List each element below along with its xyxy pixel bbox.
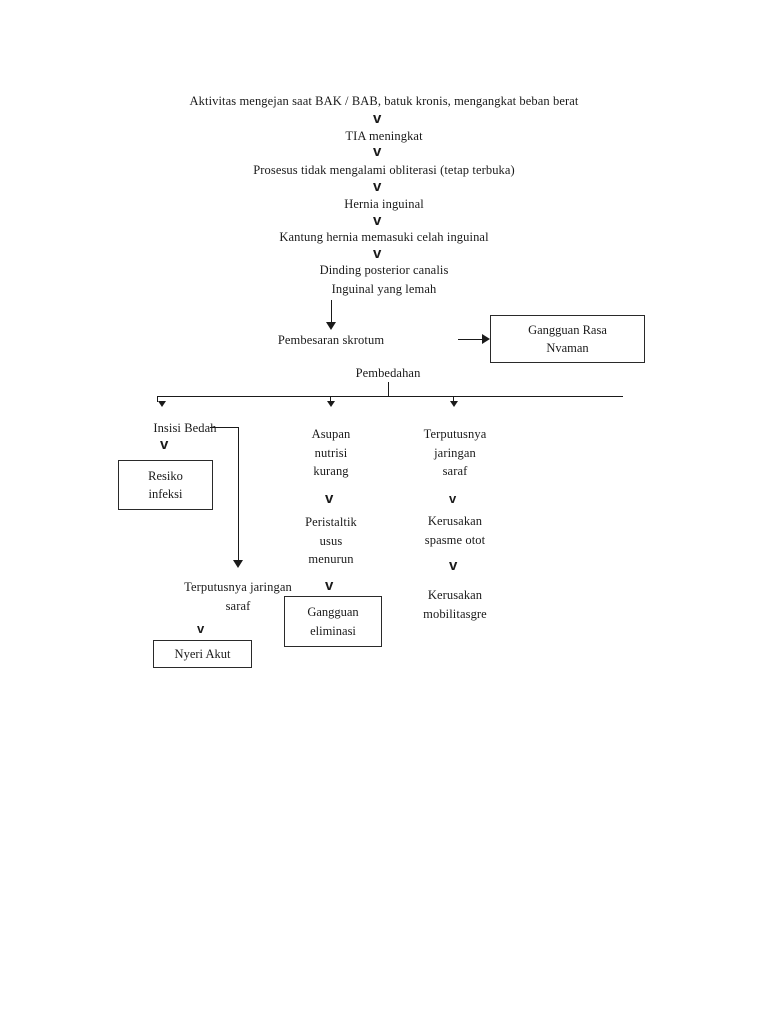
chevron-down-icon-2: v <box>373 143 382 160</box>
chevron-down-icon-5: v <box>373 245 382 262</box>
chevron-down-icon-4: v <box>373 212 382 229</box>
connector-pembedahan-to-bus <box>388 382 389 397</box>
box-gangguan-eliminasi: Gangguan eliminasi <box>284 596 382 647</box>
node-terputusnya-jaringan-saraf-right: Terputusnya jaringan saraf <box>423 427 487 478</box>
chevron-down-icon-terputusnya-to-nyeri: v <box>197 621 205 636</box>
chevron-down-icon-insisi-to-resiko: v <box>160 436 169 453</box>
node-hernia-inguinal: Hernia inguinal <box>344 197 424 211</box>
arrowhead-branch-2 <box>327 401 335 407</box>
branch-1-drop-line <box>157 396 158 402</box>
branch-bus-horizontal-line <box>157 396 623 397</box>
chevron-down-icon-spasme-to-mobilitas: v <box>449 557 458 574</box>
branch-2-drop-line <box>330 396 331 402</box>
box-resiko-infeksi: Resiko infeksi <box>118 460 213 510</box>
node-kerusakan-mobilitas: Kerusakan mobilitasgre <box>423 588 487 621</box>
node-tia-meningkat: TIA meningkat <box>345 129 423 143</box>
node-prosesus-tidak-obliterasi: Prosesus tidak mengalami obliterasi (tet… <box>253 163 515 177</box>
branch-3-drop-line <box>453 396 454 402</box>
chevron-down-icon-1: v <box>373 110 382 127</box>
arrowhead-pembesaran-to-gangguan-rasa <box>482 334 490 344</box>
chevron-down-icon-3: v <box>373 178 382 195</box>
arrowhead-branch-1 <box>158 401 166 407</box>
node-pembedahan: Pembedahan <box>355 366 421 380</box>
node-kantung-hernia: Kantung hernia memasuki celah inguinal <box>279 230 489 244</box>
node-aktivitas-mengejan: Aktivitas mengejan saat BAK / BAB, batuk… <box>189 94 579 108</box>
node-insisi-bedah: Insisi Bedah <box>153 421 217 435</box>
node-dinding-posterior-canalis: Dinding posterior canalis Inguinal yang … <box>319 263 449 296</box>
node-pembesaran-skrotum: Pembesaran skrotum <box>277 333 385 347</box>
node-asupan-nutrisi-kurang: Asupan nutrisi kurang <box>311 427 351 478</box>
chevron-down-icon-asupan-to-peristaltik: v <box>325 490 334 507</box>
connector-insisi-elbow-vertical <box>238 427 239 562</box>
node-terputusnya-jaringan-saraf-left: Terputusnya jaringan saraf <box>184 580 292 613</box>
connector-dinding-to-pembesaran <box>331 300 332 324</box>
node-peristaltik-usus-menurun: Peristaltik usus menurun <box>305 515 357 566</box>
arrowhead-insisi-to-terputusnya <box>233 560 243 568</box>
arrowhead-branch-3 <box>450 401 458 407</box>
node-kerusakan-spasme-otot: Kerusakan spasme otot <box>424 514 486 547</box>
chevron-down-icon-peristaltik-to-gangguan: v <box>325 577 334 594</box>
box-gangguan-rasa-nyaman: Gangguan Rasa Nvaman <box>490 315 645 363</box>
arrowhead-dinding-to-pembesaran <box>326 322 336 330</box>
chevron-down-icon-terputusnya-to-kerusakan-spasme: v <box>449 491 457 506</box>
box-nyeri-akut: Nyeri Akut <box>153 640 252 668</box>
connector-insisi-elbow-horizontal <box>210 427 239 428</box>
connector-pembesaran-to-gangguan-rasa <box>458 339 484 340</box>
